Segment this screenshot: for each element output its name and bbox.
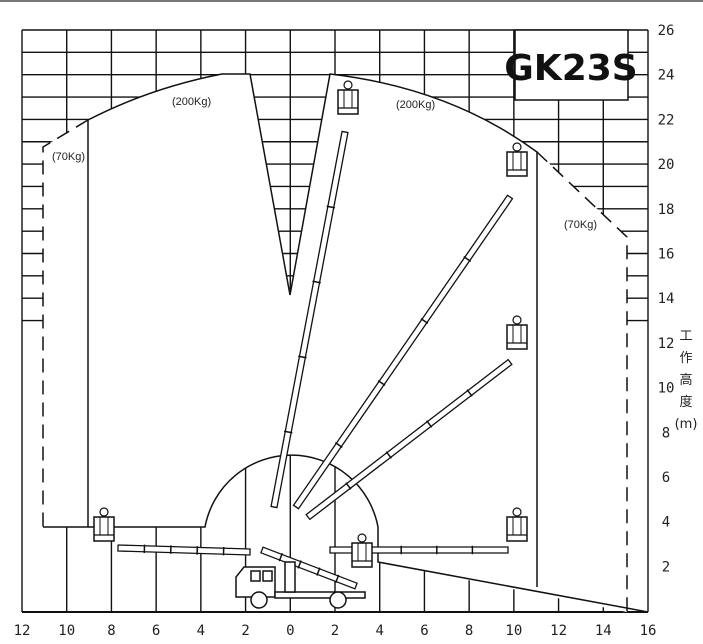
x-tick-label: 2 — [331, 623, 339, 639]
y-axis-label-char: 度 — [679, 394, 692, 410]
load-label-200kg-left: (200Kg) — [172, 96, 211, 108]
x-tick-label: 10 — [505, 623, 522, 639]
operator-head-icon — [358, 534, 366, 542]
x-tick-label: 0 — [286, 623, 294, 639]
operator-head-icon — [513, 316, 521, 324]
work-platform-basket — [352, 534, 372, 567]
x-tick-label: 6 — [420, 623, 428, 639]
y-tick-label: 8 — [662, 425, 670, 441]
basket-body — [94, 517, 114, 541]
operator-head-icon — [100, 508, 108, 516]
x-tick-label: 10 — [58, 623, 75, 639]
x-tick-label: 8 — [465, 623, 473, 639]
y-tick-label: 22 — [658, 112, 675, 128]
y-tick-label: 20 — [658, 157, 675, 173]
y-tick-label: 14 — [658, 291, 675, 307]
y-axis-label-char: 工 — [679, 329, 692, 344]
cab-window — [251, 571, 260, 581]
x-tick-label: 2 — [241, 623, 249, 639]
x-tick-label: 6 — [152, 623, 160, 639]
x-tick-label: 16 — [640, 623, 657, 639]
x-tick-label: 8 — [107, 623, 115, 639]
operator-head-icon — [513, 508, 521, 516]
model-title: GK23S — [504, 48, 637, 89]
basket-body — [352, 543, 372, 567]
basket-body — [338, 90, 358, 114]
truck-wheel-rear — [330, 592, 346, 608]
load-label-70kg-right: (70Kg) — [564, 219, 597, 231]
y-tick-label: 6 — [662, 470, 670, 486]
truck-chassis — [275, 592, 365, 598]
load-label-200kg-right: (200Kg) — [396, 99, 435, 111]
telescopic-boom — [118, 545, 250, 556]
y-tick-label: 16 — [658, 247, 675, 263]
basket-body — [507, 152, 527, 176]
boom-section — [118, 545, 250, 555]
y-axis-label-char: (m) — [675, 417, 698, 432]
y-tick-label: 12 — [658, 336, 675, 352]
y-tick-label: 4 — [662, 515, 670, 531]
x-tick-label: 12 — [14, 623, 31, 639]
load-label-70kg-left: (70Kg) — [52, 151, 85, 163]
y-tick-label: 18 — [658, 202, 675, 218]
y-tick-label: 24 — [658, 68, 675, 84]
x-tick-label: 4 — [197, 623, 205, 639]
turntable — [285, 562, 295, 592]
operator-head-icon — [344, 81, 352, 89]
x-tick-label: 14 — [595, 623, 612, 639]
basket-body — [507, 325, 527, 349]
y-axis-label-char: 高 — [679, 372, 692, 388]
cab-window — [263, 571, 272, 581]
operator-head-icon — [513, 143, 521, 151]
y-tick-label: 26 — [658, 23, 675, 39]
basket-body — [507, 517, 527, 541]
x-tick-label: 4 — [375, 623, 383, 639]
truck-wheel-front — [251, 592, 267, 608]
y-axis-label-char: 作 — [679, 351, 692, 366]
y-tick-label: 10 — [658, 381, 675, 397]
x-tick-label: 12 — [550, 623, 567, 639]
y-tick-label: 2 — [662, 559, 670, 575]
